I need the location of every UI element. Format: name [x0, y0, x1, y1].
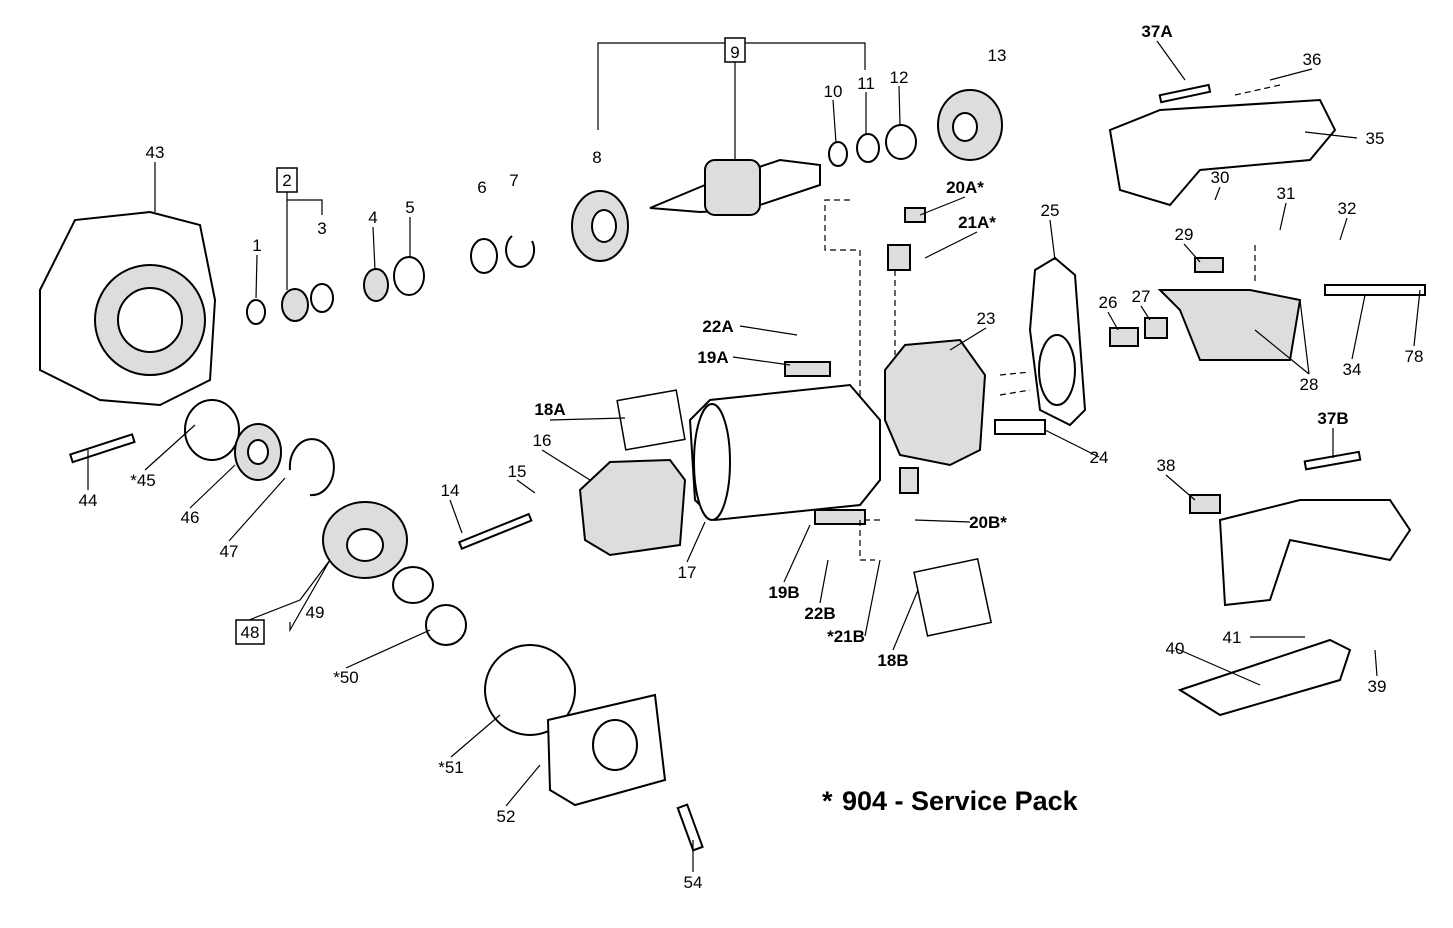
label-12: 12 — [890, 68, 909, 87]
label-2: 2 — [282, 171, 291, 190]
label-5: 5 — [405, 198, 414, 217]
side-handle-38 — [1177, 499, 1412, 717]
label-28: 28 — [1300, 375, 1319, 394]
label-22A: 22A — [702, 317, 733, 336]
armature-8-12 — [571, 89, 1003, 262]
label-13: 13 — [988, 46, 1007, 65]
service-pack-marker: * — [822, 786, 833, 816]
label-box-48 — [235, 619, 265, 645]
label-43: 43 — [146, 143, 165, 162]
label-46: 46 — [181, 508, 200, 527]
label-47: 47 — [220, 542, 239, 561]
label-49: 49 — [306, 603, 325, 622]
label-9: 9 — [730, 43, 739, 62]
gear-housing-43 — [39, 210, 217, 407]
label-11: 11 — [857, 74, 875, 93]
label-21B: *21B — [827, 627, 865, 646]
service-pack-note: * 904 - Service Pack — [822, 786, 1079, 816]
label-22B: 22B — [804, 604, 835, 623]
label-4: 4 — [368, 208, 377, 227]
label-40: 40 — [1166, 639, 1185, 658]
gear-parts-44-54 — [68, 399, 704, 852]
label-18B: 18B — [877, 651, 908, 670]
label-52: 52 — [497, 807, 516, 826]
label-7: 7 — [509, 171, 518, 190]
label-16: 16 — [533, 431, 552, 450]
label-24: 24 — [1090, 448, 1109, 467]
label-17: 17 — [678, 563, 697, 582]
label-21A: 21A* — [958, 213, 996, 232]
label-45: *45 — [130, 471, 156, 490]
label-3: 3 — [317, 219, 326, 238]
motor-housing-17 — [578, 383, 881, 557]
label-39: 39 — [1368, 677, 1387, 696]
label-19B: 19B — [768, 583, 799, 602]
label-1: 1 — [252, 236, 261, 255]
label-27: 27 — [1132, 287, 1151, 306]
label-38: 38 — [1157, 456, 1176, 475]
label-78: 78 — [1405, 347, 1424, 366]
label-31: 31 — [1277, 184, 1296, 203]
label-10: 10 — [824, 82, 843, 101]
label-44: 44 — [79, 491, 98, 510]
label-51: *51 — [438, 758, 464, 777]
label-19A: 19A — [697, 348, 728, 367]
leader-lines — [87, 40, 1421, 872]
label-20B: 20B* — [969, 513, 1007, 532]
label-30: 30 — [1211, 168, 1230, 187]
label-18A: 18A — [534, 400, 565, 419]
label-48: 48 — [241, 623, 260, 642]
label-15: 15 — [508, 462, 527, 481]
label-14: 14 — [441, 481, 460, 500]
label-6: 6 — [477, 178, 486, 197]
label-32: 32 — [1338, 199, 1357, 218]
brush-holder-23 — [884, 256, 1087, 467]
label-34: 34 — [1343, 360, 1362, 379]
part-labels: 9 10 11 12 13 37A 36 35 43 2 1 3 4 5 6 7… — [79, 22, 1424, 892]
small-parts-1-7 — [246, 235, 536, 325]
label-23: 23 — [977, 309, 996, 328]
label-35: 35 — [1366, 129, 1385, 148]
label-box-2 — [276, 167, 298, 193]
label-box-9 — [724, 37, 746, 63]
label-25: 25 — [1041, 201, 1060, 220]
label-41: 41 — [1223, 628, 1242, 647]
small-hardware — [616, 83, 1426, 637]
label-50: *50 — [333, 668, 359, 687]
label-26: 26 — [1099, 293, 1118, 312]
label-37B: 37B — [1317, 409, 1348, 428]
label-20A: 20A* — [946, 178, 984, 197]
label-36: 36 — [1303, 50, 1322, 69]
label-54: 54 — [684, 873, 703, 892]
label-29: 29 — [1175, 225, 1194, 244]
label-8: 8 — [592, 148, 601, 167]
label-37A: 37A — [1141, 22, 1172, 41]
service-pack-title: 904 - Service Pack — [842, 786, 1079, 816]
rear-handle-35 — [1108, 98, 1337, 361]
